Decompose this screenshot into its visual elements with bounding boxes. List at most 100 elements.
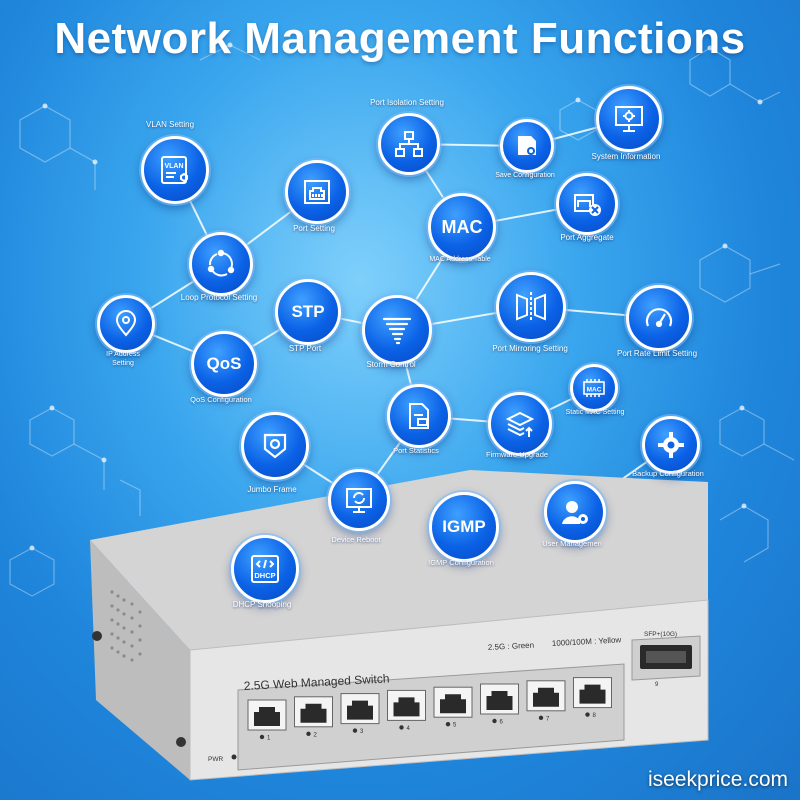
stp-node: STP (275, 279, 341, 345)
port-number: 1 (267, 736, 271, 742)
port-setting-node (285, 160, 349, 224)
igmp-icon-text: IGMP (442, 517, 486, 536)
port-aggregate-node (556, 173, 618, 235)
sfp-port (640, 645, 692, 669)
page-title: Network Management Functions (54, 14, 746, 63)
port-mirroring-node (496, 272, 566, 342)
reboot-monitor-icon (346, 488, 372, 513)
device-reboot-node (328, 469, 390, 531)
port-number: 8 (593, 713, 597, 719)
ip-address-label: IP Address Setting (106, 351, 140, 367)
vlan-document-icon: VLAN (161, 156, 188, 184)
storm-control-label: Storm Control (366, 360, 416, 369)
firmware-upgrade-label: Firmware Upgrade (485, 450, 549, 459)
background-hex-dots (29, 42, 763, 551)
qos-node: QoS (191, 331, 257, 397)
qos-label: QoS Configuration (190, 395, 252, 404)
jumbo-frame-node (241, 412, 309, 480)
igmp-node: IGMP (429, 492, 499, 562)
vent-holes (110, 590, 142, 662)
port-rate-limit-label: Port Rate Limit Setting (616, 349, 698, 358)
port-isolation-node (378, 113, 440, 175)
port-setting-label: Port Setting (293, 224, 335, 233)
dhcp-code-icon: DHCP (251, 555, 279, 583)
statistics-document-icon (409, 403, 429, 429)
port-aggregate-label: Port Aggregate (560, 233, 614, 242)
location-pin-icon (115, 310, 137, 337)
user-gear-icon (562, 501, 588, 524)
static-mac-label: Static MAC Setting (565, 409, 625, 416)
vlan-node: VLAN (141, 136, 209, 204)
igmp-label: IGMP Configuration (428, 558, 494, 567)
dhcp-icon-text: DHCP (254, 571, 275, 580)
dhcp-snooping-node: DHCP (231, 535, 299, 603)
jumbo-frame-label: Jumbo Frame (247, 485, 297, 494)
vlan-label: VLAN Setting (145, 120, 195, 129)
legend-yellow: 1000/100M : Yellow (552, 635, 622, 648)
loop-protocol-label: Loop Protocol Setting (180, 293, 258, 302)
save-config-node (500, 119, 554, 173)
port-statistics-label: Port Statistics (393, 446, 439, 455)
tornado-icon (382, 317, 412, 345)
layers-upload-icon (505, 411, 535, 437)
mac-table-node: MAC (428, 193, 496, 261)
port-rate-limit-node (626, 285, 692, 351)
backup-config-node (642, 416, 700, 474)
mac-table-label: MAC Address Table (429, 256, 491, 263)
port-number: 4 (407, 726, 411, 732)
ip-address-node (97, 295, 155, 353)
mac-icon-text: MAC (441, 216, 483, 237)
static-mac-node: MAC (570, 364, 618, 412)
stp-icon-text: STP (291, 302, 325, 321)
ethernet-port: 7 (526, 680, 566, 722)
watermark: iseekprice.com (647, 768, 788, 791)
user-management-label: User Managemen (542, 539, 602, 548)
jumbo-frame-icon (263, 433, 287, 459)
ethernet-port: 4 (387, 689, 426, 732)
sfp-port-number: 9 (655, 682, 659, 688)
screw (176, 737, 186, 747)
port-aggregate-icon (574, 194, 601, 216)
ethernet-port: 5 (433, 686, 473, 729)
ethernet-port: 1 (247, 699, 287, 742)
system-info-node (596, 86, 662, 152)
power-led (231, 754, 237, 760)
save-config-icon (518, 136, 536, 155)
ethernet-port: 8 (573, 677, 612, 719)
stp-label: STP Port (288, 344, 322, 353)
loop-protocol-node (189, 232, 253, 296)
port-statistics-node (387, 384, 451, 448)
monitor-gear-icon (615, 106, 643, 132)
system-info-label: System Information (591, 152, 661, 161)
save-config-label: Save Configuration (495, 172, 555, 179)
port-number: 3 (360, 729, 364, 735)
backup-config-label: Backup Configuration (632, 469, 704, 478)
ethernet-ports: 1 2 3 4 5 6 7 8 (247, 677, 612, 742)
port-isolation-label: Port Isolation Setting (370, 98, 444, 107)
loop-icon (207, 249, 235, 277)
ethernet-port-icon (304, 180, 330, 204)
ethernet-port: 6 (480, 683, 519, 726)
screw (92, 631, 102, 641)
dhcp-snooping-label: DHCP Snooping (232, 600, 292, 609)
ethernet-port: 2 (294, 696, 333, 738)
qos-icon-text: QoS (206, 354, 242, 373)
device-reboot-label: Device Reboot (331, 535, 381, 544)
user-management-node (544, 481, 606, 543)
gear-icon (658, 432, 684, 458)
sfp-label: SFP+(10G) (644, 631, 677, 638)
pwr-label: PWR (208, 756, 223, 763)
mirror-icon (516, 292, 546, 322)
port-number: 7 (546, 716, 550, 722)
ethernet-port: 3 (340, 693, 380, 735)
firmware-upgrade-node (488, 392, 552, 456)
static-mac-icon-text: MAC (587, 387, 602, 394)
speedometer-icon (645, 308, 673, 328)
legend-green: 2.5G : Green (488, 641, 535, 652)
storm-control-node (362, 295, 432, 365)
port-number: 5 (453, 723, 457, 729)
port-number: 2 (314, 732, 318, 738)
